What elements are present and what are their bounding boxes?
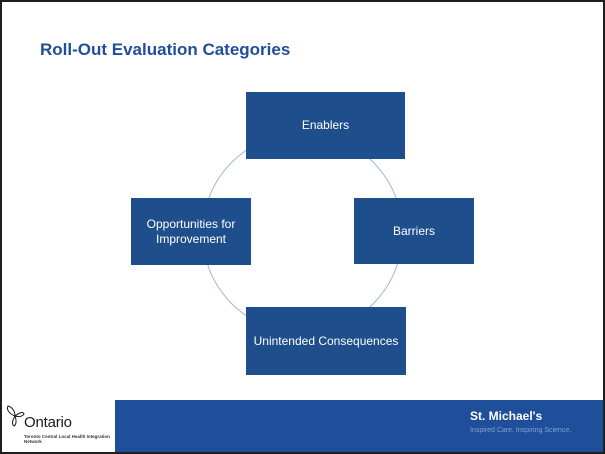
trillium-icon xyxy=(7,405,25,427)
ontario-wordmark: Ontario xyxy=(24,414,72,431)
slide-title: Roll-Out Evaluation Categories xyxy=(40,40,291,59)
ontario-logo: Ontario Toronto Central Local Health Int… xyxy=(2,400,115,452)
stmichaels-tagline: Inspired Care. Inspiring Science. xyxy=(470,427,572,434)
cycle-node-barriers: Barriers xyxy=(354,198,474,264)
cycle-node-unintended-consequences: Unintended Consequences xyxy=(246,307,406,375)
cycle-node-opportunities-for-improvement: Opportunities for Improvement xyxy=(131,198,251,265)
footer-bar: Ontario Toronto Central Local Health Int… xyxy=(2,400,603,452)
stmichaels-wordmark: St. Michael's xyxy=(470,409,543,423)
cycle-node-enablers: Enablers xyxy=(246,92,405,159)
ontario-subtitle: Toronto Central Local Health Integration… xyxy=(24,434,110,444)
